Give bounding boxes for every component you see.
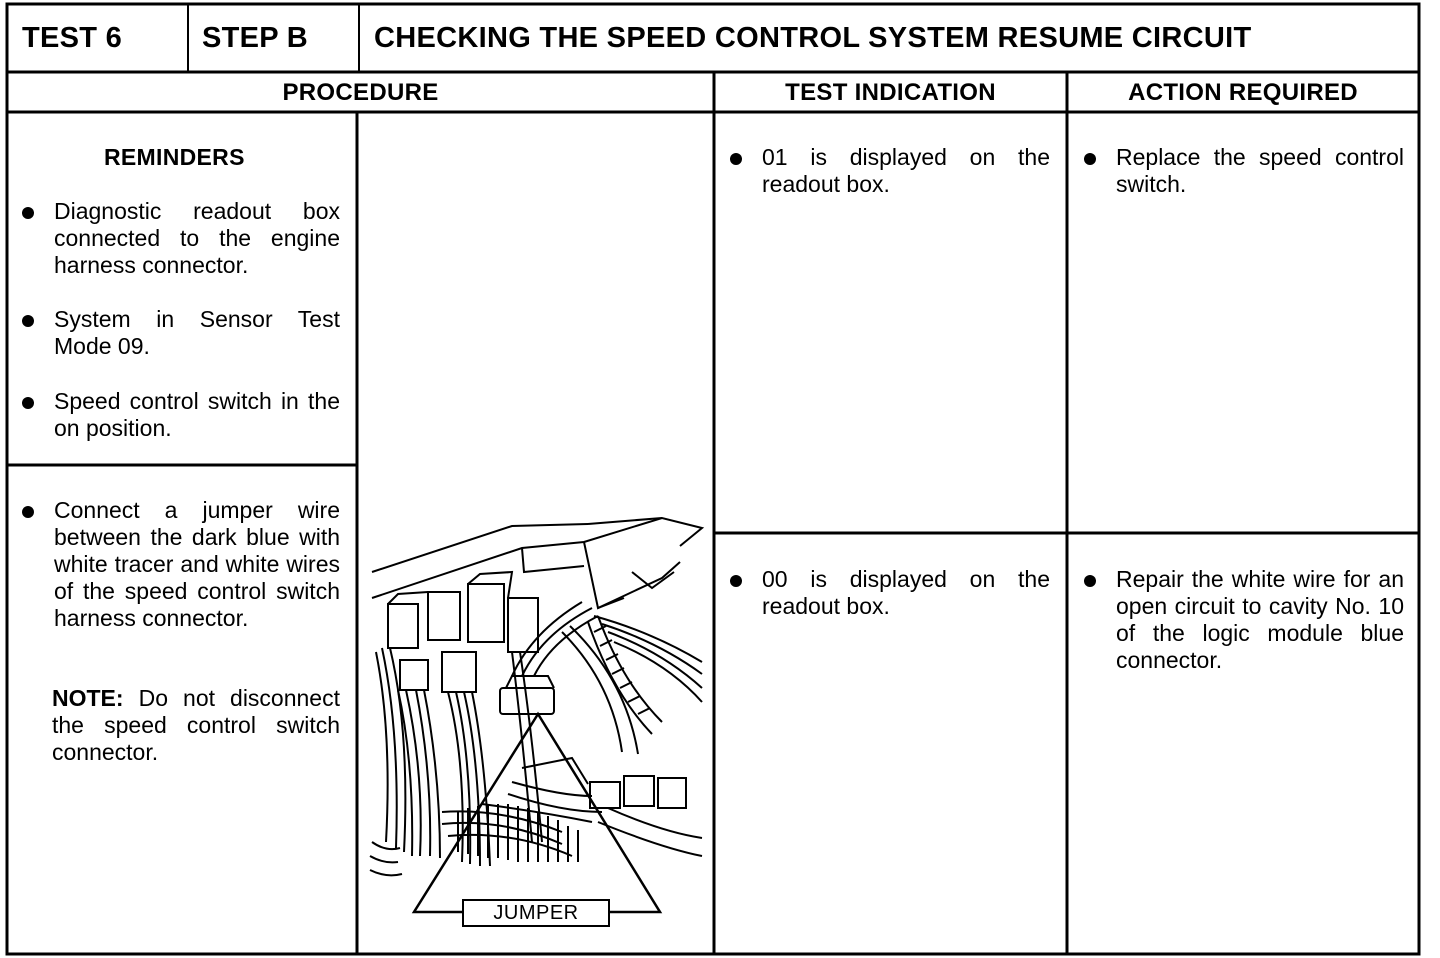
reminders-title: REMINDERS — [104, 144, 245, 170]
bullet-icon — [730, 153, 742, 165]
step-label: STEP B — [202, 22, 309, 54]
column-action-required-title: ACTION REQUIRED — [1128, 79, 1358, 106]
procedure-note: NOTE: Do not disconnect the speed contro… — [52, 685, 340, 766]
bullet-icon — [730, 575, 742, 587]
reminder-item: Diagnostic readout box connected to the … — [22, 198, 340, 279]
note-label: NOTE: — [52, 685, 124, 711]
test-indication-row-2: 00 is displayed on the readout box. — [730, 566, 1050, 620]
bullet-icon — [1084, 153, 1096, 165]
column-test-indication-title: TEST INDICATION — [785, 79, 996, 106]
test-indication-row-1: 01 is displayed on the readout box. — [730, 144, 1050, 198]
bullet-icon — [22, 397, 34, 409]
jumper-label: JUMPER — [493, 902, 579, 924]
bullet-icon — [22, 506, 34, 518]
bullet-icon — [22, 315, 34, 327]
action-required-row-1: Replace the speed control switch. — [1084, 144, 1404, 198]
column-procedure-title: PROCEDURE — [282, 79, 439, 106]
bullet-icon — [22, 207, 34, 219]
test-number: TEST 6 — [22, 22, 123, 54]
reminder-item: Speed control switch in the on position. — [22, 388, 340, 442]
page-title: CHECKING THE SPEED CONTROL SYSTEM RESUME… — [374, 22, 1252, 54]
note-text: Do not disconnect the speed control swit… — [52, 685, 340, 765]
procedure-step: Connect a jumper wire between the dark b… — [22, 497, 340, 632]
engine-harness-illustration — [369, 516, 705, 914]
action-required-row-2: Repair the white wire for an open circui… — [1084, 566, 1404, 674]
reminder-item: System in Sensor Test Mode 09. — [22, 306, 340, 360]
bullet-icon — [1084, 575, 1096, 587]
